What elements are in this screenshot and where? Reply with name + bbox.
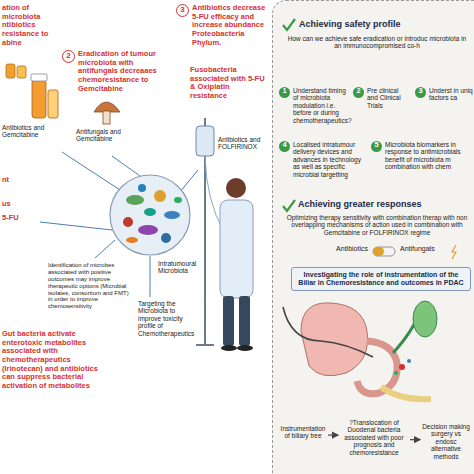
node-text: Instrumentation of biliary tree bbox=[279, 425, 327, 440]
flow-arrow bbox=[410, 439, 420, 440]
text-label: ation of microbiota ntibiotics resistanc… bbox=[2, 4, 60, 47]
numbered-item: 3Underst in uniq factors ca bbox=[415, 87, 473, 102]
right-illustration bbox=[273, 1, 474, 474]
text-label: Antibiotics and Gemcitabine bbox=[2, 124, 58, 139]
item-text: Antibiotics decrease 5-FU efficacy and i… bbox=[192, 4, 268, 47]
strategy-panel: Achieving safety profileHow can we achie… bbox=[272, 0, 474, 474]
text-label: Antibiotics bbox=[316, 245, 368, 253]
node-text: Decision making surgery vs endosc altern… bbox=[421, 423, 471, 460]
item-text: Understand timing of microbiota modulati… bbox=[293, 87, 352, 124]
step-node: Instrumentation of biliary tree bbox=[279, 425, 327, 440]
callout-number: 3 bbox=[176, 4, 189, 17]
connector-layer bbox=[273, 1, 474, 474]
node-text: ?Translocation of Duodenal bacteria asso… bbox=[339, 419, 409, 456]
text-label: Optimizing therapy sensitivity with comb… bbox=[284, 214, 470, 236]
text-label: Fusobacteria associated with 5-FU & Oxip… bbox=[190, 66, 268, 101]
callout-number: 5 bbox=[371, 141, 382, 152]
numbered-item: 2Pre clinical and Clinical Trials bbox=[353, 87, 411, 109]
callout-number: 2 bbox=[62, 50, 75, 63]
text-label: Achieving greater responses bbox=[298, 199, 468, 209]
item-text: Underst in uniq factors ca bbox=[429, 87, 473, 102]
heading-box: Investigating the role of instrumentatio… bbox=[291, 267, 471, 291]
callout-number: 3 bbox=[415, 87, 426, 98]
numbered-item: 2Eradication of tumour microbiota with a… bbox=[62, 50, 174, 93]
numbered-item: 3Antibiotics decrease 5-FU efficacy and … bbox=[176, 4, 268, 47]
question-text: How can we achieve safe eradication or i… bbox=[287, 35, 467, 50]
text-label: Antifungals bbox=[400, 245, 450, 253]
callout-number: 2 bbox=[353, 87, 364, 98]
node-text: Investigating the role of instrumentatio… bbox=[297, 271, 465, 287]
numbered-item: 5Microbiota biomarkers in response to an… bbox=[371, 141, 473, 171]
step-node: ?Translocation of Duodenal bacteria asso… bbox=[339, 419, 409, 456]
item-text: Eradication of tumour microbiota with an… bbox=[78, 50, 174, 93]
numbered-item: 4Localised intratumour delivery devices … bbox=[279, 141, 365, 178]
text-label: Antibiotics and FOLFIRINOX bbox=[218, 136, 270, 151]
text-label: Targeting the Microbiota to improve toxi… bbox=[138, 300, 200, 337]
item-text: Microbiota biomarkers in response to ant… bbox=[385, 141, 473, 171]
numbered-item: 1Understand timing of microbiota modulat… bbox=[279, 87, 351, 124]
text-label: Gut bacteria activate enterotoxic metabo… bbox=[2, 330, 112, 390]
item-text: Localised intratumour delivery devices a… bbox=[293, 141, 365, 178]
callout-number: 1 bbox=[279, 87, 290, 98]
text-label: 5-FU bbox=[2, 214, 32, 223]
text-label: Intratumoural Microbiota bbox=[158, 260, 202, 275]
text-label: Antifungals and Gemcitabine bbox=[76, 128, 132, 143]
section-heading: Achieving safety profile bbox=[299, 19, 469, 29]
flow-arrow bbox=[328, 434, 338, 435]
step-node: Decision making surgery vs endosc altern… bbox=[421, 423, 471, 460]
text-label: nt bbox=[2, 176, 22, 185]
text-label: us bbox=[2, 200, 22, 209]
item-text: Pre clinical and Clinical Trials bbox=[367, 87, 411, 109]
text-label: Identification of microbes associated wi… bbox=[48, 262, 134, 310]
callout-number: 4 bbox=[279, 141, 290, 152]
